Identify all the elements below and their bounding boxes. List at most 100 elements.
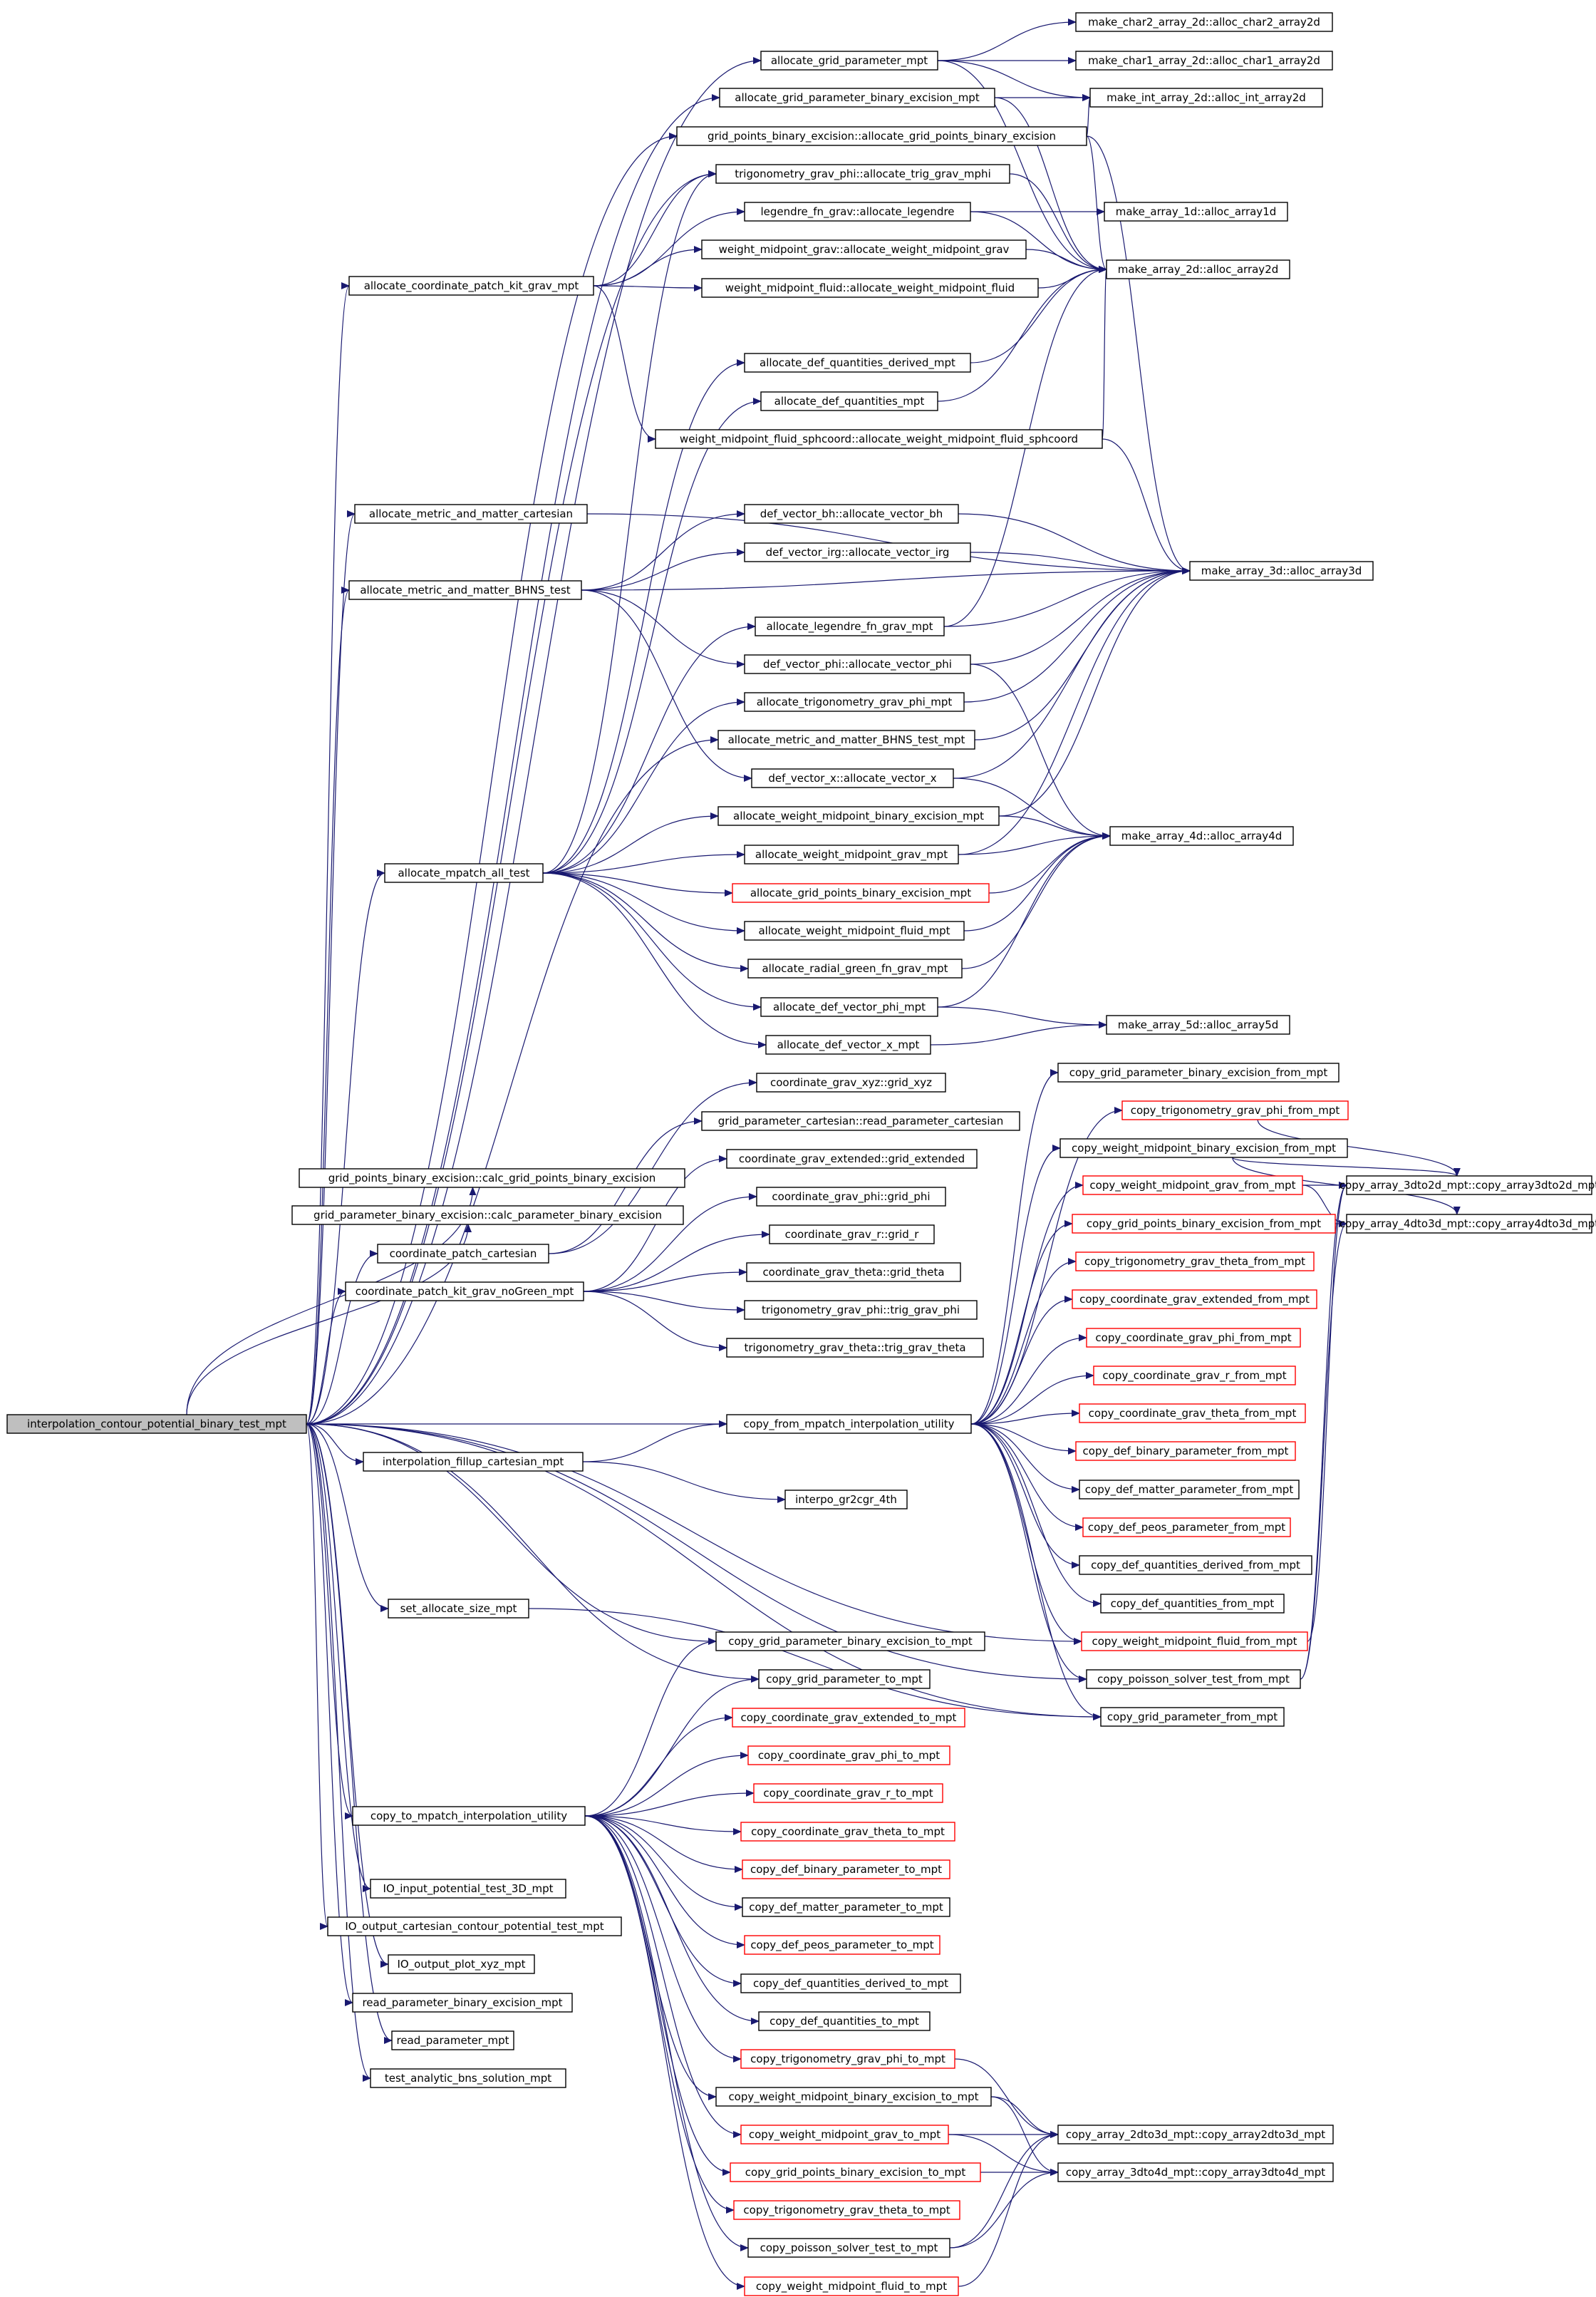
node-allocate-grid-points-binary-excision-mpt[interactable]: allocate_grid_points_binary_excision_mpt [732, 883, 990, 903]
node-copy-def-quantities-derived-from-mpt[interactable]: copy_def_quantities_derived_from_mpt [1079, 1555, 1312, 1575]
node-copy-to-mpatch-interpolation-utility[interactable]: copy_to_mpatch_interpolation_utility [352, 1806, 586, 1826]
node-copy-def-quantities-derived-to-mpt[interactable]: copy_def_quantities_derived_to_mpt [740, 1973, 961, 1993]
node-copy-weight-midpoint-binary-excision-from-mpt[interactable]: copy_weight_midpoint_binary_excision_fro… [1059, 1138, 1348, 1158]
node-copy-coordinate-grav-phi-from-mpt[interactable]: copy_coordinate_grav_phi_from_mpt [1086, 1328, 1301, 1348]
node-grid-points-binary-excision-allocate-grid-points-binary-excision[interactable]: grid_points_binary_excision::allocate_gr… [676, 126, 1087, 146]
node-copy-coordinate-grav-extended-to-mpt[interactable]: copy_coordinate_grav_extended_to_mpt [732, 1708, 965, 1728]
node-make-char2-array-2d-alloc-char2-array2d[interactable]: make_char2_array_2d::alloc_char2_array2d [1075, 12, 1333, 32]
node-trigonometry-grav-phi-allocate-trig-grav-mphi[interactable]: trigonometry_grav_phi::allocate_trig_gra… [715, 164, 1010, 184]
node-copy-weight-midpoint-fluid-to-mpt[interactable]: copy_weight_midpoint_fluid_to_mpt [744, 2276, 959, 2296]
node-copy-def-matter-parameter-from-mpt[interactable]: copy_def_matter_parameter_from_mpt [1079, 1480, 1300, 1499]
node-grid-parameter-binary-excision-calc-parameter-binary-excision[interactable]: grid_parameter_binary_excision::calc_par… [291, 1205, 684, 1225]
node-copy-grid-parameter-binary-excision-to-mpt[interactable]: copy_grid_parameter_binary_excision_to_m… [715, 1631, 985, 1651]
node-copy-grid-parameter-to-mpt[interactable]: copy_grid_parameter_to_mpt [758, 1669, 931, 1689]
node-allocate-weight-midpoint-grav-mpt[interactable]: allocate_weight_midpoint_grav_mpt [744, 845, 959, 864]
node-copy-trigonometry-grav-theta-to-mpt[interactable]: copy_trigonometry_grav_theta_to_mpt [733, 2200, 960, 2220]
node-copy-grid-parameter-binary-excision-from-mpt[interactable]: copy_grid_parameter_binary_excision_from… [1057, 1063, 1340, 1083]
node-allocate-weight-midpoint-fluid-mpt[interactable]: allocate_weight_midpoint_fluid_mpt [744, 921, 965, 941]
node-allocate-weight-midpoint-binary-excision-mpt[interactable]: allocate_weight_midpoint_binary_excision… [717, 806, 1000, 826]
node-interpolation-contour-potential-binary-test-mpt[interactable]: interpolation_contour_potential_binary_t… [6, 1414, 307, 1434]
node-def-vector-bh-allocate-vector-bh[interactable]: def_vector_bh::allocate_vector_bh [744, 504, 959, 524]
node-def-vector-phi-allocate-vector-phi[interactable]: def_vector_phi::allocate_vector_phi [744, 654, 971, 674]
node-coordinate-grav-phi-grid-phi[interactable]: coordinate_grav_phi::grid_phi [756, 1187, 946, 1207]
node-allocate-def-quantities-mpt[interactable]: allocate_def_quantities_mpt [760, 391, 938, 411]
node-grid-points-binary-excision-calc-grid-points-binary-excision[interactable]: grid_points_binary_excision::calc_grid_p… [299, 1168, 685, 1188]
node-copy-poisson-solver-test-to-mpt[interactable]: copy_poisson_solver_test_to_mpt [747, 2238, 950, 2258]
node-copy-def-matter-parameter-to-mpt[interactable]: copy_def_matter_parameter_to_mpt [742, 1897, 950, 1917]
node-set-allocate-size-mpt[interactable]: set_allocate_size_mpt [388, 1599, 529, 1619]
node-allocate-metric-and-matter-bhns-test-mpt[interactable]: allocate_metric_and_matter_BHNS_test_mpt [717, 730, 975, 750]
node-test-analytic-bns-solution-mpt[interactable]: test_analytic_bns_solution_mpt [370, 2068, 566, 2088]
node-allocate-legendre-fn-grav-mpt[interactable]: allocate_legendre_fn_grav_mpt [755, 616, 945, 636]
node-copy-grid-points-binary-excision-from-mpt[interactable]: copy_grid_points_binary_excision_from_mp… [1072, 1214, 1336, 1234]
node-copy-coordinate-grav-extended-from-mpt[interactable]: copy_coordinate_grav_extended_from_mpt [1072, 1289, 1317, 1309]
node-weight-midpoint-fluid-sphcoord-allocate-weight-midpoint-fluid-sphcoord[interactable]: weight_midpoint_fluid_sphcoord::allocate… [655, 429, 1103, 449]
node-copy-def-binary-parameter-from-mpt[interactable]: copy_def_binary_parameter_from_mpt [1075, 1441, 1296, 1461]
node-weight-midpoint-grav-allocate-weight-midpoint-grav[interactable]: weight_midpoint_grav::allocate_weight_mi… [701, 239, 1027, 259]
node-io-input-potential-test-3d-mpt[interactable]: IO_input_potential_test_3D_mpt [370, 1879, 566, 1899]
node-allocate-trigonometry-grav-phi-mpt[interactable]: allocate_trigonometry_grav_phi_mpt [744, 692, 965, 712]
node-legendre-fn-grav-allocate-legendre[interactable]: legendre_fn_grav::allocate_legendre [744, 202, 971, 222]
node-coordinate-grav-r-grid-r[interactable]: coordinate_grav_r::grid_r [769, 1224, 935, 1244]
node-read-parameter-binary-excision-mpt[interactable]: read_parameter_binary_excision_mpt [352, 1993, 573, 2013]
node-copy-grid-parameter-from-mpt[interactable]: copy_grid_parameter_from_mpt [1100, 1707, 1285, 1727]
node-copy-grid-points-binary-excision-to-mpt[interactable]: copy_grid_points_binary_excision_to_mpt [730, 2162, 981, 2182]
node-read-parameter-mpt[interactable]: read_parameter_mpt [391, 2030, 514, 2050]
node-allocate-def-quantities-derived-mpt[interactable]: allocate_def_quantities_derived_mpt [744, 353, 971, 373]
node-allocate-coordinate-patch-kit-grav-mpt[interactable]: allocate_coordinate_patch_kit_grav_mpt [348, 276, 594, 296]
node-coordinate-grav-extended-grid-extended[interactable]: coordinate_grav_extended::grid_extended [726, 1149, 978, 1169]
node-copy-trigonometry-grav-theta-from-mpt[interactable]: copy_trigonometry_grav_theta_from_mpt [1075, 1251, 1315, 1271]
node-make-array-4d-alloc-array4d[interactable]: make_array_4d::alloc_array4d [1109, 826, 1294, 846]
node-copy-coordinate-grav-theta-to-mpt[interactable]: copy_coordinate_grav_theta_to_mpt [740, 1822, 955, 1842]
node-copy-weight-midpoint-grav-to-mpt[interactable]: copy_weight_midpoint_grav_to_mpt [740, 2125, 949, 2144]
node-allocate-metric-and-matter-bhns-test[interactable]: allocate_metric_and_matter_BHNS_test [348, 580, 582, 600]
node-copy-def-peos-parameter-from-mpt[interactable]: copy_def_peos_parameter_from_mpt [1082, 1517, 1291, 1537]
node-interpolation-fillup-cartesian-mpt[interactable]: interpolation_fillup_cartesian_mpt [363, 1452, 584, 1472]
node-coordinate-patch-cartesian[interactable]: coordinate_patch_cartesian [377, 1244, 549, 1264]
node-copy-def-quantities-to-mpt[interactable]: copy_def_quantities_to_mpt [758, 2011, 931, 2031]
node-copy-coordinate-grav-r-from-mpt[interactable]: copy_coordinate_grav_r_from_mpt [1093, 1366, 1296, 1385]
node-coordinate-patch-kit-grav-nogreen-mpt[interactable]: coordinate_patch_kit_grav_noGreen_mpt [345, 1281, 584, 1301]
node-allocate-def-vector-phi-mpt[interactable]: allocate_def_vector_phi_mpt [760, 997, 938, 1017]
node-def-vector-x-allocate-vector-x[interactable]: def_vector_x::allocate_vector_x [751, 768, 954, 788]
node-copy-def-peos-parameter-to-mpt[interactable]: copy_def_peos_parameter_to_mpt [744, 1935, 940, 1955]
node-make-array-5d-alloc-array5d[interactable]: make_array_5d::alloc_array5d [1106, 1015, 1290, 1035]
node-copy-array-3dto2d-mpt-copy-array3dto2d-mpt[interactable]: copy_array_3dto2d_mpt::copy_array3dto2d_… [1340, 1175, 1596, 1195]
node-make-array-1d-alloc-array1d[interactable]: make_array_1d::alloc_array1d [1104, 202, 1288, 222]
node-copy-coordinate-grav-phi-to-mpt[interactable]: copy_coordinate_grav_phi_to_mpt [747, 1745, 950, 1765]
node-make-int-array-2d-alloc-int-array2d[interactable]: make_int_array_2d::alloc_int_array2d [1089, 88, 1323, 108]
node-make-array-2d-alloc-array2d[interactable]: make_array_2d::alloc_array2d [1106, 259, 1290, 279]
node-copy-weight-midpoint-grav-from-mpt[interactable]: copy_weight_midpoint_grav_from_mpt [1082, 1175, 1303, 1195]
node-interpo-gr2cgr-4th[interactable]: interpo_gr2cgr_4th [784, 1490, 908, 1509]
node-copy-array-3dto4d-mpt-copy-array3dto4d-mpt[interactable]: copy_array_3dto4d_mpt::copy_array3dto4d_… [1057, 2162, 1334, 2182]
node-allocate-radial-green-fn-grav-mpt[interactable]: allocate_radial_green_fn_grav_mpt [747, 959, 963, 979]
node-copy-array-2dto3d-mpt-copy-array2dto3d-mpt[interactable]: copy_array_2dto3d_mpt::copy_array2dto3d_… [1057, 2125, 1334, 2144]
node-make-array-3d-alloc-array3d[interactable]: make_array_3d::alloc_array3d [1189, 561, 1374, 581]
node-copy-array-4dto3d-mpt-copy-array4dto3d-mpt[interactable]: copy_array_4dto3d_mpt::copy_array4dto3d_… [1340, 1214, 1596, 1234]
node-copy-poisson-solver-test-from-mpt[interactable]: copy_poisson_solver_test_from_mpt [1086, 1669, 1301, 1689]
node-trigonometry-grav-theta-trig-grav-theta[interactable]: trigonometry_grav_theta::trig_grav_theta [726, 1338, 984, 1358]
node-def-vector-irg-allocate-vector-irg[interactable]: def_vector_irg::allocate_vector_irg [744, 542, 971, 562]
node-copy-from-mpatch-interpolation-utility[interactable]: copy_from_mpatch_interpolation_utility [726, 1414, 972, 1434]
node-copy-weight-midpoint-binary-excision-to-mpt[interactable]: copy_weight_midpoint_binary_excision_to_… [715, 2087, 992, 2107]
node-copy-trigonometry-grav-phi-to-mpt[interactable]: copy_trigonometry_grav_phi_to_mpt [740, 2049, 955, 2069]
node-allocate-mpatch-all-test[interactable]: allocate_mpatch_all_test [384, 863, 544, 883]
node-weight-midpoint-fluid-allocate-weight-midpoint-fluid[interactable]: weight_midpoint_fluid::allocate_weight_m… [701, 278, 1039, 298]
node-allocate-metric-and-matter-cartesian[interactable]: allocate_metric_and_matter_cartesian [354, 504, 588, 524]
node-copy-coordinate-grav-r-to-mpt[interactable]: copy_coordinate_grav_r_to_mpt [753, 1783, 943, 1803]
node-make-char1-array-2d-alloc-char1-array2d[interactable]: make_char1_array_2d::alloc_char1_array2d [1075, 51, 1333, 71]
node-copy-coordinate-grav-theta-from-mpt[interactable]: copy_coordinate_grav_theta_from_mpt [1079, 1403, 1306, 1423]
node-allocate-def-vector-x-mpt[interactable]: allocate_def_vector_x_mpt [765, 1035, 931, 1055]
node-allocate-grid-parameter-binary-excision-mpt[interactable]: allocate_grid_parameter_binary_excision_… [719, 88, 995, 108]
node-copy-def-binary-parameter-to-mpt[interactable]: copy_def_binary_parameter_to_mpt [742, 1859, 950, 1879]
node-copy-def-quantities-from-mpt[interactable]: copy_def_quantities_from_mpt [1100, 1594, 1285, 1614]
node-io-output-plot-xyz-mpt[interactable]: IO_output_plot_xyz_mpt [388, 1954, 535, 1974]
node-io-output-cartesian-contour-potential-test-mpt[interactable]: IO_output_cartesian_contour_potential_te… [327, 1916, 622, 1936]
node-allocate-grid-parameter-mpt[interactable]: allocate_grid_parameter_mpt [760, 51, 938, 71]
node-coordinate-grav-theta-grid-theta[interactable]: coordinate_grav_theta::grid_theta [746, 1262, 961, 1282]
node-copy-trigonometry-grav-phi-from-mpt[interactable]: copy_trigonometry_grav_phi_from_mpt [1121, 1100, 1349, 1120]
node-copy-weight-midpoint-fluid-from-mpt[interactable]: copy_weight_midpoint_fluid_from_mpt [1081, 1631, 1308, 1651]
node-coordinate-grav-xyz-grid-xyz[interactable]: coordinate_grav_xyz::grid_xyz [756, 1073, 946, 1093]
node-grid-parameter-cartesian-read-parameter-cartesian[interactable]: grid_parameter_cartesian::read_parameter… [701, 1111, 1020, 1131]
node-trigonometry-grav-phi-trig-grav-phi[interactable]: trigonometry_grav_phi::trig_grav_phi [744, 1300, 978, 1320]
